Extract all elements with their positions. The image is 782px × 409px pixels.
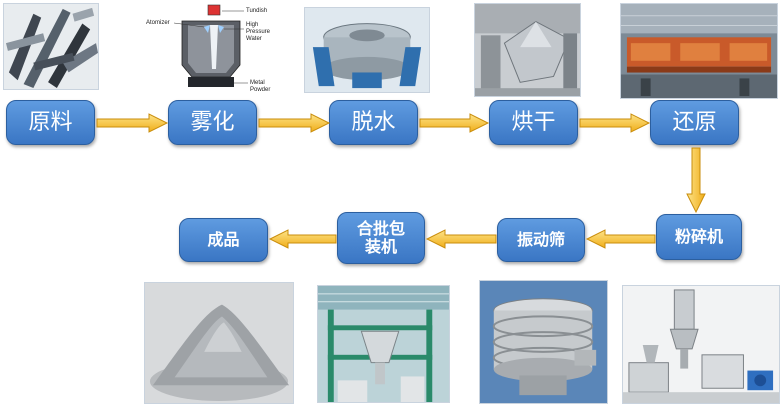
atomizer-label-pressure: Pressure [246,29,271,35]
step-raw-material: 原料 [6,100,95,145]
arrow-left-icon [268,229,337,249]
atomizer-label-tundish: Tundish [246,8,267,14]
arrow-right-icon [419,113,490,133]
arrow-right-icon [258,113,331,133]
atomizer-diagram: Tundish Atomizer High Pressure Water Met… [144,3,274,95]
atomizer-label-atomizer: Atomizer [146,20,170,26]
arrow-left-icon [585,229,656,249]
step-finished-product: 成品 [179,218,268,262]
step-dewatering: 脱水 [329,100,418,145]
raw-material-photo [3,3,99,90]
arrow-right-icon [96,113,169,133]
step-vibrating-screen: 振动筛 [497,218,585,262]
dryer-photo [474,3,581,97]
step-drying: 烘干 [489,100,578,145]
packaging-plant-photo [317,285,450,403]
step-reduction: 还原 [650,100,739,145]
step-crusher: 粉碎机 [656,214,742,260]
arrow-down-icon [686,147,706,214]
arrow-left-icon [425,229,497,249]
centrifuge-photo [304,7,430,93]
step-atomization: 雾化 [168,100,257,145]
atomizer-label-metal: Metal [250,80,265,86]
arrow-right-icon [579,113,651,133]
atomizer-label-powder: Powder [250,87,270,93]
crusher-machine-photo [622,285,780,404]
atomizer-label-high: High [246,22,258,28]
powder-photo [144,282,294,404]
furnace-photo [620,3,778,99]
step-batching-packaging: 合批包 装机 [337,212,425,264]
vibrating-screen-photo [479,280,608,404]
atomizer-label-water: Water [246,36,262,42]
